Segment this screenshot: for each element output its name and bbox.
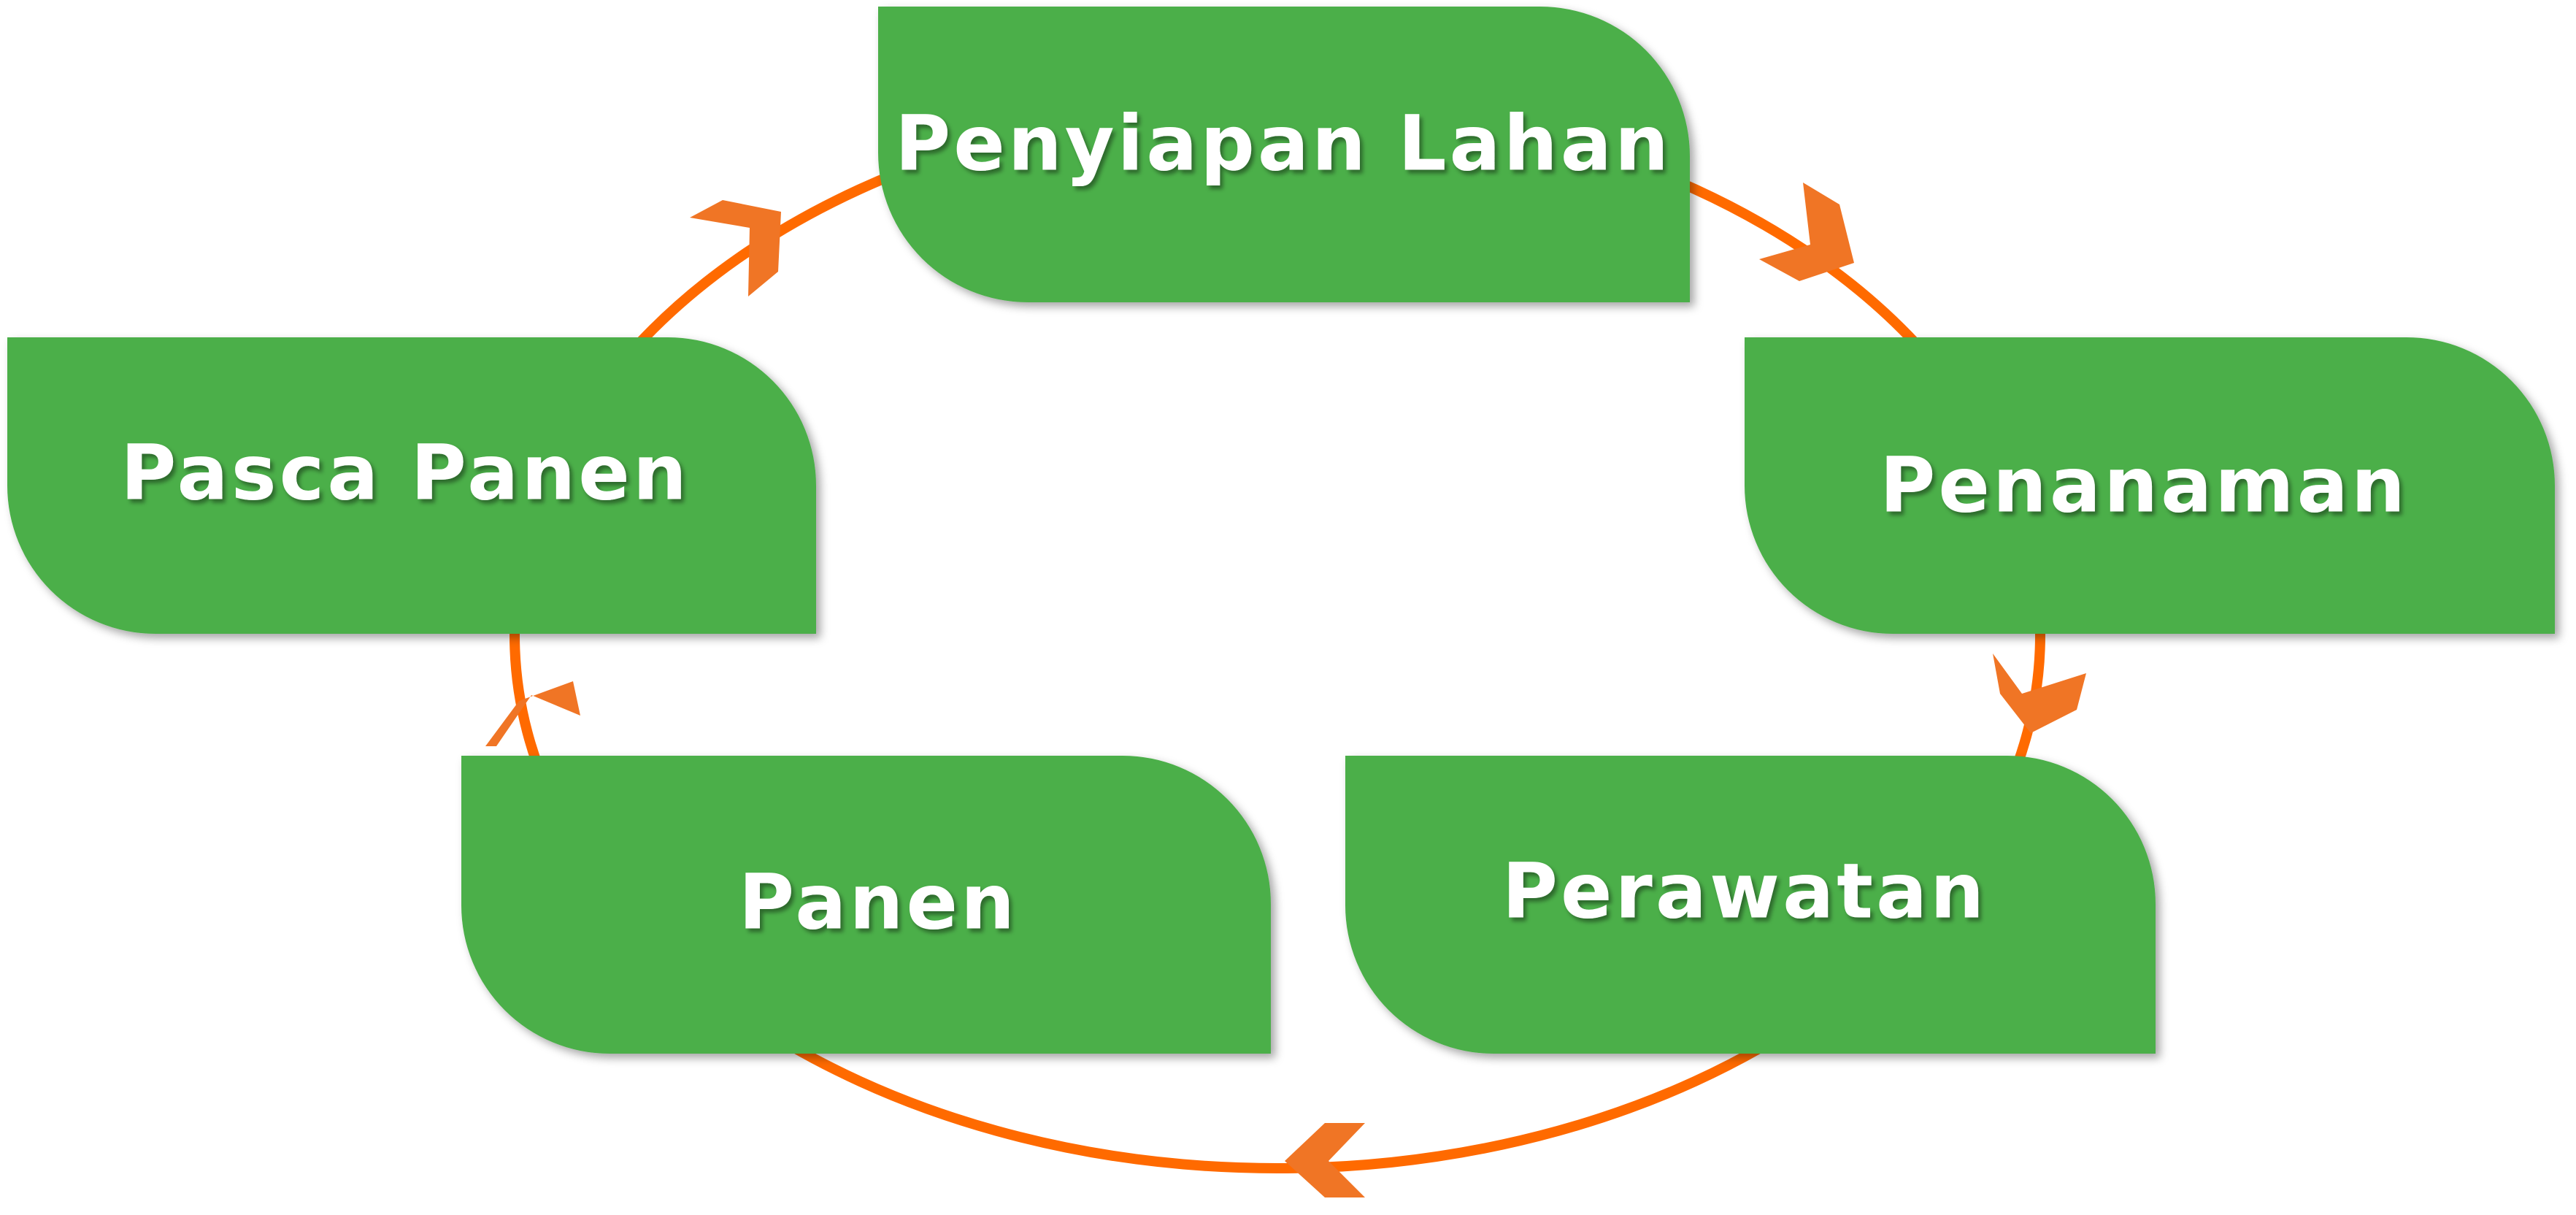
node-panen xyxy=(461,756,1271,1054)
arrow-icon-to-penyiapan-lahan xyxy=(690,200,781,296)
arrow-icon-to-penanaman xyxy=(1759,183,1854,281)
node-label-panen: Panen xyxy=(739,857,1018,946)
node-pasca-panen xyxy=(7,337,816,634)
node-label-perawatan: Perawatan xyxy=(1502,846,1987,935)
node-label-pasca-panen: Pasca Panen xyxy=(120,428,690,517)
arrow-icon-to-panen xyxy=(1285,1123,1365,1197)
cycle-arrows xyxy=(485,183,2086,1197)
node-label-penanaman: Penanaman xyxy=(1880,440,2408,529)
node-perawatan xyxy=(1345,756,2156,1054)
node-penanaman xyxy=(1745,337,2556,634)
arrow-icon-to-perawatan xyxy=(1993,654,2086,733)
node-label-penyiapan-lahan: Penyiapan Lahan xyxy=(895,99,1672,188)
node-penyiapan-lahan xyxy=(878,7,1690,302)
arrow-icon-to-pasca-panen xyxy=(485,681,580,746)
